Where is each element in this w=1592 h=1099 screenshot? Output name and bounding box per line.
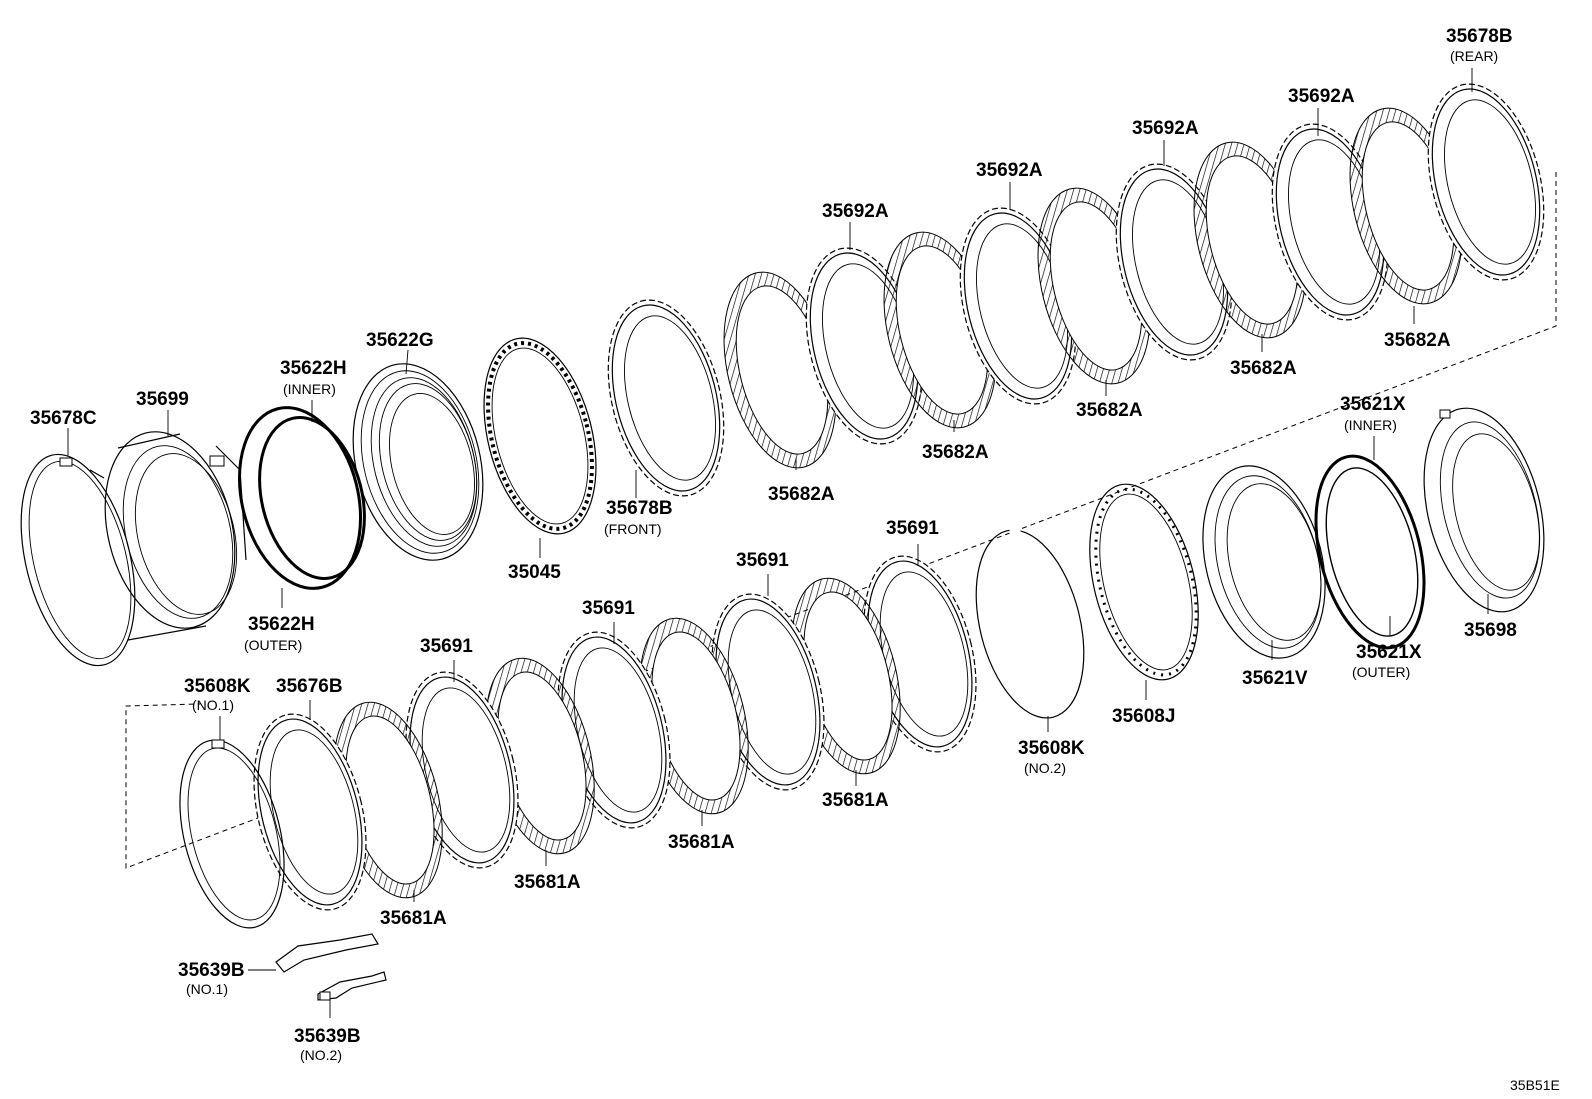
label-35681a-3: 35681A	[668, 832, 735, 853]
o-ring-35622h	[237, 406, 366, 590]
label-35692a-2: 35692A	[976, 160, 1043, 181]
label-35622h-outer-note: (OUTER)	[244, 637, 302, 653]
label-35692a-1: 35692A	[822, 201, 889, 222]
label-35678b-front-note: (FRONT)	[604, 521, 662, 537]
label-35691-1: 35691	[420, 636, 473, 657]
spring-35639b-no1	[275, 933, 379, 973]
label-35678b-rear: 35678B	[1446, 26, 1513, 47]
o-ring-35621x	[1314, 454, 1426, 650]
label-35681a-2: 35681A	[514, 872, 581, 893]
label-35621x-outer: 35621X	[1356, 642, 1422, 663]
plate-35678b-rear	[1427, 83, 1545, 281]
label-35682a-5: 35682A	[1384, 330, 1451, 351]
piston-35621v	[1202, 465, 1326, 659]
label-35676b: 35676B	[276, 676, 343, 697]
label-35608k-no2: 35608K	[1018, 738, 1085, 759]
label-35678c: 35678C	[30, 408, 97, 429]
label-35621x-inner: 35621X	[1340, 394, 1406, 415]
label-35608k-no1-note: (NO.1)	[192, 697, 234, 713]
label-35682a-3: 35682A	[1076, 400, 1143, 421]
label-35639b-no1: 35639B	[178, 960, 245, 981]
spring-retainer-35045	[483, 337, 597, 535]
label-35691-4: 35691	[886, 518, 939, 539]
clutch-drum-35699	[104, 431, 247, 641]
part-labels: 35678C 35699 35622H (INNER) 35622G 35622…	[30, 26, 1560, 1093]
label-35622g: 35622G	[366, 330, 434, 351]
label-35682a-4: 35682A	[1230, 358, 1297, 379]
label-35691-2: 35691	[582, 598, 635, 619]
piston-seal-35698	[1423, 407, 1545, 613]
label-35682a-1: 35682A	[768, 484, 835, 505]
label-35622h-inner: 35622H	[280, 358, 347, 379]
label-35682a-2: 35682A	[922, 442, 989, 463]
label-35698: 35698	[1464, 620, 1517, 641]
label-35608k-no1: 35608K	[184, 676, 251, 697]
label-35678b-front: 35678B	[606, 498, 673, 519]
label-35608k-no2-note: (NO.2)	[1024, 760, 1066, 776]
plate-35678b-front	[607, 299, 725, 497]
label-35621v: 35621V	[1242, 668, 1308, 689]
label-35045: 35045	[508, 562, 561, 583]
label-35678b-rear-note: (REAR)	[1450, 48, 1498, 64]
label-35639b-no2-note: (NO.2)	[300, 1047, 342, 1063]
label-35639b-no1-note: (NO.1)	[186, 981, 228, 997]
leader-lines	[67, 68, 1489, 1018]
snap-ring-35678c	[20, 453, 136, 667]
diagram-code: 35B51E	[1510, 1077, 1560, 1093]
label-35622h-outer: 35622H	[248, 614, 315, 635]
label-35692a-3: 35692A	[1132, 118, 1199, 139]
snap-ring-35608k-no1	[179, 739, 285, 929]
label-35691-3: 35691	[736, 550, 789, 571]
piston-35622g	[352, 363, 484, 561]
label-35621x-inner-note: (INNER)	[1344, 417, 1397, 433]
label-35621x-outer-note: (OUTER)	[1352, 664, 1410, 680]
spring-retainer-35608j	[1089, 483, 1199, 681]
label-35692a-4: 35692A	[1288, 86, 1355, 107]
label-35681a-4: 35681A	[822, 790, 889, 811]
label-35699: 35699	[136, 389, 189, 410]
label-35622h-inner-note: (INNER)	[283, 381, 336, 397]
spring-35639b-no2	[317, 971, 387, 1001]
snap-ring-35608k-no2	[975, 525, 1085, 719]
label-35639b-no2: 35639B	[294, 1026, 361, 1047]
label-35608j: 35608J	[1112, 706, 1175, 727]
label-35681a-1: 35681A	[380, 908, 447, 929]
plate-35676b	[253, 713, 367, 911]
group-boundary-upper	[125, 172, 1557, 869]
